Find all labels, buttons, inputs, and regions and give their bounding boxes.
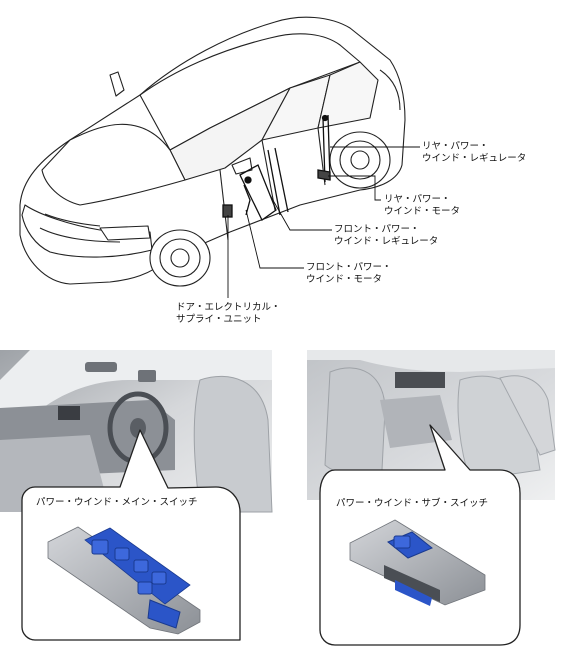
label-front-motor-line1: フロント・パワー・: [306, 262, 392, 273]
label-rear-regulator-line1: リヤ・パワー・: [422, 141, 489, 152]
window-mechanisms: [222, 114, 331, 221]
main-switch-part: [47, 526, 201, 635]
leader-rear-motor: [328, 175, 381, 201]
label-front-motor: フロント・パワー・ ウインド・モータ: [306, 262, 392, 286]
main-switch-title: パワー・ウインド・メイン・スイッチ: [36, 497, 198, 508]
sub-switch-title: パワー・ウインド・サブ・スイッチ: [336, 498, 489, 509]
label-front-regulator-line2: ウインド・レギュレータ: [334, 236, 439, 247]
label-door-unit: ドア・エレクトリカル・ サプライ・ユニット: [176, 302, 281, 326]
label-front-regulator-line1: フロント・パワー・: [334, 224, 420, 235]
label-rear-regulator: リヤ・パワー・ ウインド・レギュレータ: [422, 141, 526, 165]
label-door-unit-line1: ドア・エレクトリカル・: [176, 302, 281, 313]
label-door-unit-line2: サプライ・ユニット: [176, 314, 262, 325]
label-front-motor-line2: ウインド・モータ: [306, 274, 383, 285]
leader-lines: [227, 146, 420, 298]
car-illustration: [19, 16, 406, 287]
label-rear-regulator-line2: ウインド・レギュレータ: [422, 153, 527, 164]
leader-front-motor: [245, 209, 304, 269]
label-rear-motor: リヤ・パワー・ ウインド・モータ: [384, 194, 460, 218]
leader-front-regulator: [269, 194, 332, 231]
label-rear-motor-line2: ウインド・モータ: [384, 206, 461, 217]
sub-switch-part: [349, 519, 486, 606]
label-front-regulator: フロント・パワー・ ウインド・レギュレータ: [334, 224, 438, 248]
label-rear-motor-line1: リヤ・パワー・: [384, 194, 451, 205]
